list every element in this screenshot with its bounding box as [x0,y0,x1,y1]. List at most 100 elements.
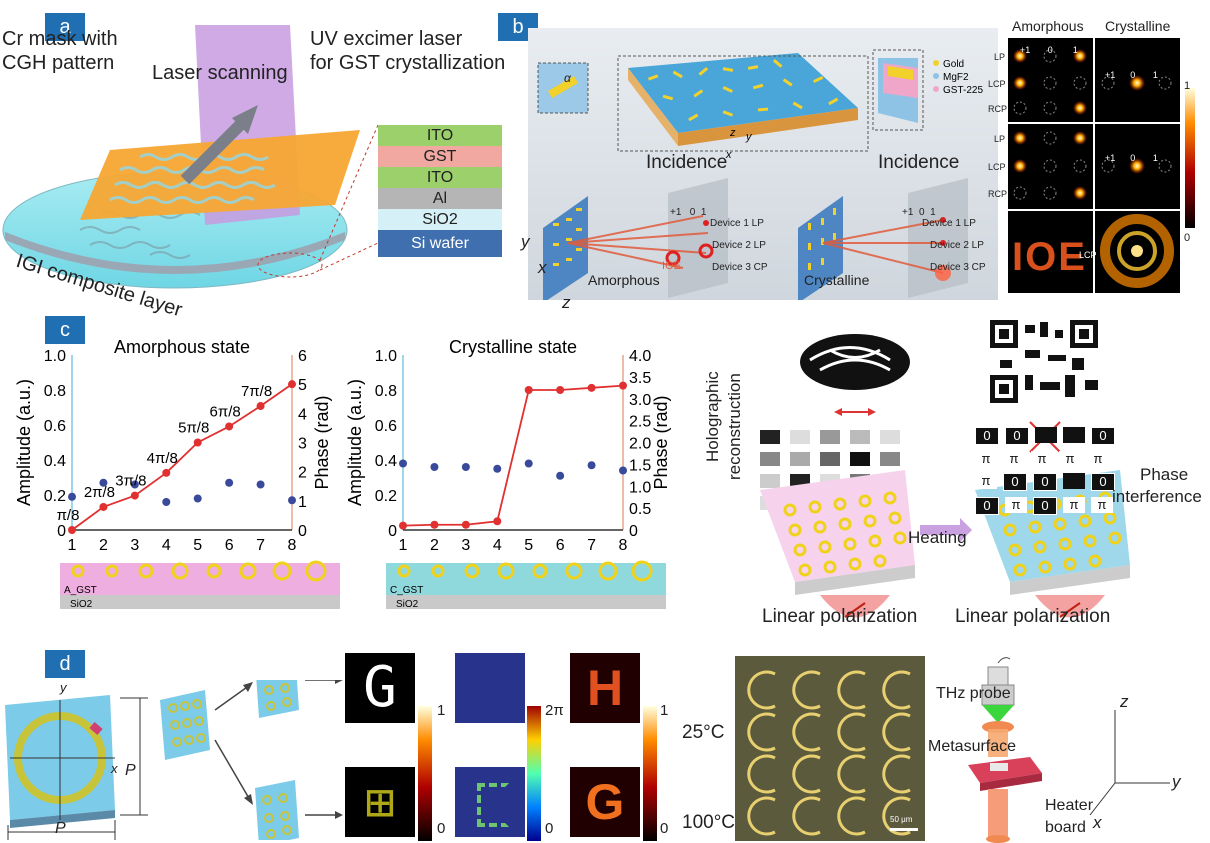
phase-interference-1: Phase [1140,465,1189,484]
mask-label-1: Cr mask with [2,28,118,50]
incidence-left-label: Incidence [646,152,728,173]
phase-point [193,438,202,447]
cb3-max: 1 [660,702,669,719]
panel-label-a: a [45,13,85,41]
stack-layer: ITO [378,167,502,188]
b-intensity-grid: IOE [1008,38,1195,293]
amplitude-point [493,464,502,473]
y2-tick-label: 0 [629,523,638,540]
panel-a-illustration [2,25,379,289]
wafer-edge [5,232,345,274]
x-tick-label: 5 [193,537,202,554]
meta-slab-antennas [647,59,839,122]
big-axis-x: x [538,258,547,277]
amplitude-point [587,461,596,470]
phase-cell: π [1031,451,1053,467]
amplitude-point [99,478,108,487]
y-tick-label: 1.0 [44,348,66,365]
y2-axis-label: Phase (rad) [312,395,332,489]
phase-cell: π [1091,497,1113,513]
svg-text:SiO2: SiO2 [70,599,93,610]
scale-bar-label: 50 μm [890,815,913,824]
y2-tick-label: 3.0 [629,392,651,409]
phase-point [99,502,108,511]
grid-title-amorphous: Amorphous [1012,18,1084,34]
phase-annotation: 6π/8 [210,403,241,420]
metasurface-split [160,680,343,840]
svg-text:x: x [725,149,732,161]
x-tick-label: 2 [99,537,108,554]
thz-probe-label: THz probe [936,685,1011,702]
y2-tick-label: 1.0 [629,479,651,496]
x-tick-label: 3 [130,537,139,554]
hologram-G-yellow: ⊞ [345,767,415,837]
holo-label-2: reconstruction [725,373,744,480]
y-tick-label: 0.4 [44,453,66,470]
y2-tick-label: 0 [298,523,307,540]
y-tick-label: 0.6 [375,418,397,435]
stack-layer: Si wafer [378,230,502,257]
row-label-2: LCP [988,79,1006,89]
x-tick-label: 7 [256,537,265,554]
x-tick-label: 6 [225,537,234,554]
colorbar-3 [643,706,657,841]
stack-layer: Al [378,188,502,209]
phase-point [130,491,139,500]
x-tick-label: 5 [524,537,533,554]
laser-scanning-label: Laser scanning [152,62,288,84]
meta-left [543,196,588,300]
holo-label-1: Holographic [703,371,722,462]
panel-label-c: c [45,316,85,344]
y-tick-label: 0.4 [375,453,397,470]
svg-text:y: y [745,131,753,143]
phase-annotation: 4π/8 [147,450,178,467]
orders-left: +1 0 1 [670,207,707,218]
substrate-crystalline: C_GST SiO2 [386,560,666,610]
y2-axis-label: Phase (rad) [651,395,671,489]
unit-cell [5,695,148,840]
phase-line [71,383,293,531]
x-tick-label: 6 [556,537,565,554]
heater-label-1: Heater [1045,797,1094,814]
y-tick-label: 0 [57,523,66,540]
phase-map-bottom [455,767,525,837]
stack-layer: SiO2 [378,209,502,230]
panel-label-d: d [45,650,85,678]
uv-label-2: for GST crystallization [310,52,506,74]
y2-tick-label: 5 [298,377,307,394]
phase-point [430,520,439,529]
device2-right: Device 2 LP [930,240,984,251]
layer-inset [872,49,924,131]
phase-annotation: 7π/8 [241,383,272,400]
device2-left: Device 2 LP [712,240,766,251]
x-tick-label: 4 [493,537,502,554]
phase-map-top [455,653,525,723]
amplitude-point [130,480,139,489]
temp-100: 100°C [682,812,736,833]
substrate-amorphous: A_GST SiO2 [60,560,340,610]
grid-orders-cryst1: +1 0 1 [1105,70,1158,80]
svg-text:z: z [729,127,736,139]
phase-point [256,402,265,411]
cb1-max: 1 [437,702,446,719]
meta-slab-top [628,53,858,133]
svg-text:GST-225: GST-225 [943,85,983,96]
phase-point [288,380,296,389]
temp-25: 25°C [682,722,725,743]
x-tick-label: 4 [162,537,171,554]
chart-crystalline: 00.20.40.60.81.000.51.01.52.02.53.03.54.… [345,337,671,554]
d-period-bottom: P [55,820,66,837]
left-slab [760,470,915,582]
row-label-7: LCP [1079,250,1097,260]
lin-pol-left: Linear polarization [762,606,918,627]
y2-tick-label: 1.5 [629,457,651,474]
scan-arrow-shaft [180,115,250,185]
hologram-G-red: G [570,767,640,837]
y-tick-label: 0.2 [44,488,66,505]
callout-ellipse [257,252,323,278]
row-label-4: LP [994,134,1006,144]
cb2-max: 2π [545,702,564,719]
phase-cell: 0 [1033,473,1057,491]
svg-text:A_GST: A_GST [64,585,97,596]
